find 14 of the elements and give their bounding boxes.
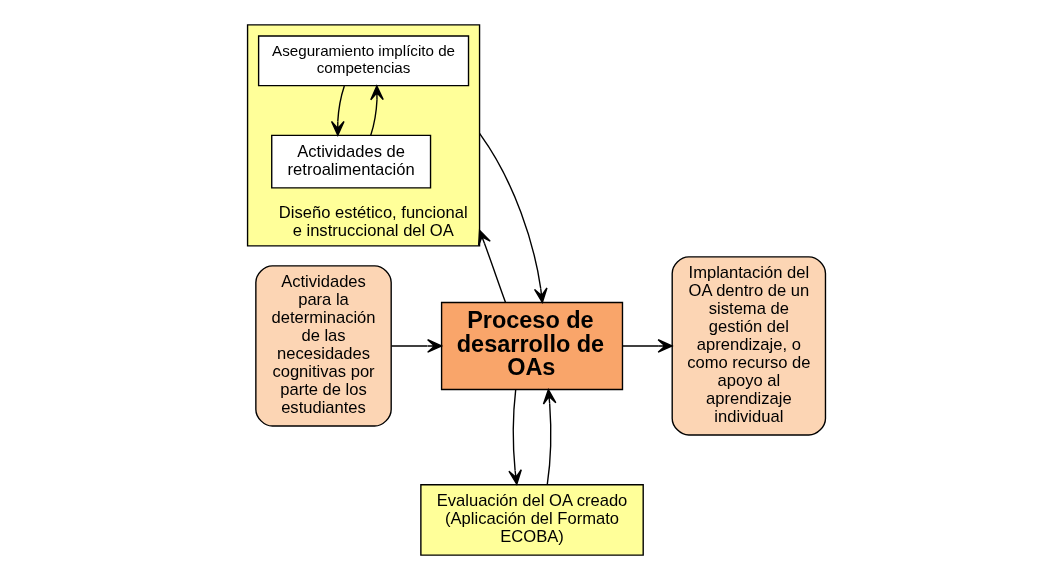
node-box: Actividades para la determinación de las necesidades cognitivas por parte de los estudiantes [255,265,392,427]
arrow [478,132,548,304]
node-box: Evaluación del OA creado (Aplicación del Formato ECOBA) [420,484,644,556]
node-box: Proceso de desarrollo de OAs [440,301,624,391]
node-box: Actividades de retroalimentación [271,134,432,189]
arrow [330,85,345,137]
arrow [542,388,557,485]
arrow [621,339,673,353]
arrow [390,339,443,353]
node-box: Implantación del OA dentro de un sistema de gestión del aprendizaje, o como recurso de apoyo al aprendizaje individual [671,256,827,436]
arrow [477,229,507,304]
node-box: Aseguramiento implícito de competencias [257,35,470,87]
arrow [508,388,522,485]
arrow [370,85,384,137]
